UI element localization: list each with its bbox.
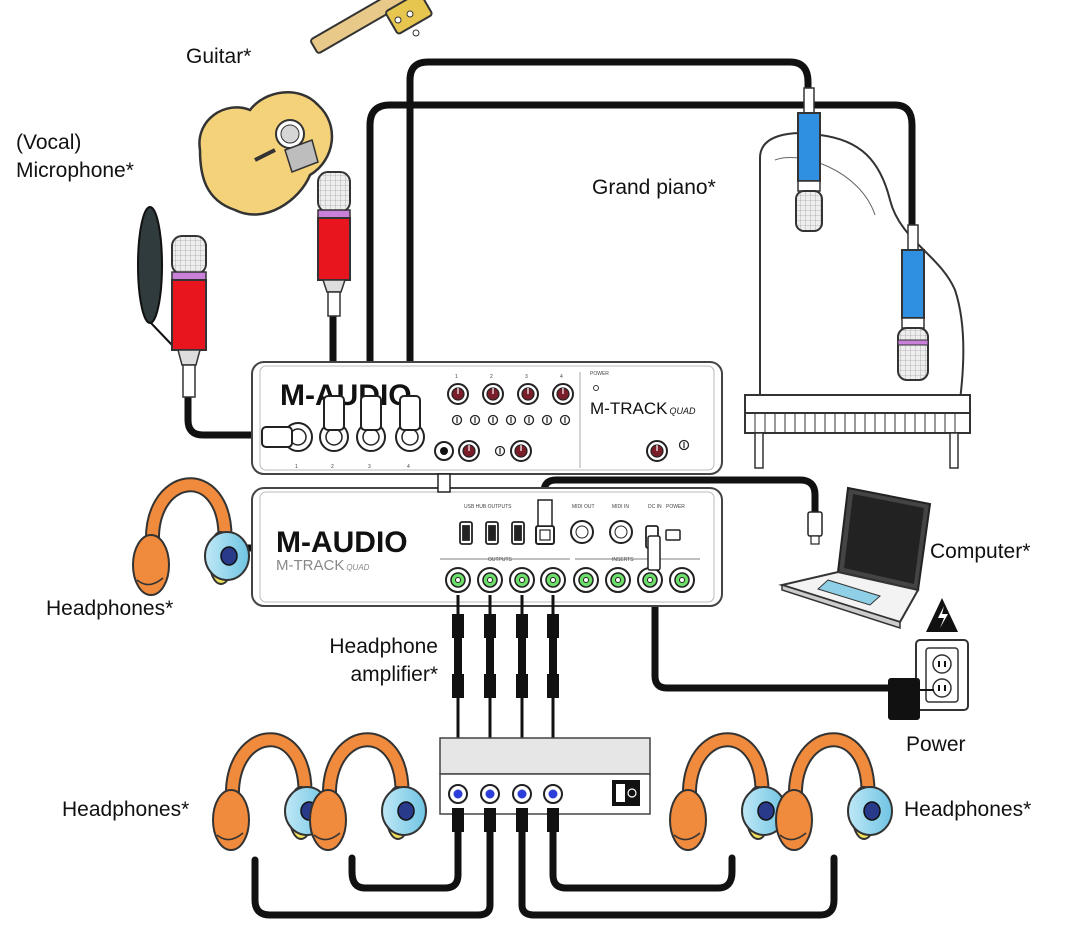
channel-number: 4 — [560, 374, 563, 380]
usb-hub-label: USB HUB OUTPUTS — [464, 504, 512, 510]
output-to-amp-cables — [452, 595, 559, 738]
channel-number: 3 — [525, 374, 528, 380]
computer-label: Computer* — [930, 540, 1031, 563]
power-switch-label: POWER — [666, 504, 685, 510]
headphone-amplifier-icon — [439, 737, 651, 832]
laptop-computer-icon — [778, 486, 932, 630]
xlr-plugs — [261, 395, 421, 448]
headphones-bottom-2-icon — [310, 740, 426, 850]
amplifier-label-line2: amplifier* — [350, 663, 438, 686]
headphones-bottom-3-icon — [670, 740, 786, 850]
midi-in-label: MIDI IN — [612, 504, 629, 510]
channel-number: 2 — [490, 374, 493, 380]
amp-plugs — [452, 808, 559, 832]
power-outlet-icon — [888, 598, 969, 720]
outputs-label: OUTPUTS — [488, 557, 513, 563]
headphones-left-label: Headphones* — [46, 597, 174, 620]
grand-piano-label: Grand piano* — [592, 176, 716, 199]
guitar-label: Guitar* — [186, 45, 252, 68]
midi-out-label: MIDI OUT — [572, 504, 595, 510]
input-number: 1 — [295, 464, 298, 470]
input-number: 3 — [368, 464, 371, 470]
front-brand-logo: M-AUDIO — [280, 379, 412, 412]
power-label: Power — [906, 733, 966, 756]
input-number: 4 — [407, 464, 410, 470]
microphone-label-line1: (Vocal) — [16, 131, 82, 154]
guitar-icon — [198, 0, 433, 216]
rear-brand-logo: M-AUDIO — [276, 526, 408, 559]
piano-keys — [754, 413, 956, 433]
grand-piano-icon — [744, 132, 971, 469]
vocal-microphone-icon — [137, 206, 207, 398]
piano-microphone-icon — [897, 224, 929, 381]
usb-hub-ports — [459, 521, 525, 545]
microphone-label-line2: Microphone* — [16, 159, 134, 182]
headphones-bottom-4-icon — [776, 740, 892, 850]
headphones-bottom-right-label: Headphones* — [904, 798, 1032, 821]
inserts-label: INSERTS — [612, 557, 634, 563]
dc-in-label: DC IN — [648, 504, 662, 510]
guitar-microphone-icon — [317, 171, 351, 317]
headphones-left-icon — [133, 485, 249, 595]
channel-number: 1 — [455, 374, 458, 380]
headphones-bottom-left-label: Headphones* — [62, 798, 190, 821]
piano-microphone-icon — [795, 87, 823, 232]
input-number: 2 — [331, 464, 334, 470]
amplifier-label-line1: Headphone — [329, 635, 438, 658]
front-power-label: POWER — [590, 371, 609, 377]
